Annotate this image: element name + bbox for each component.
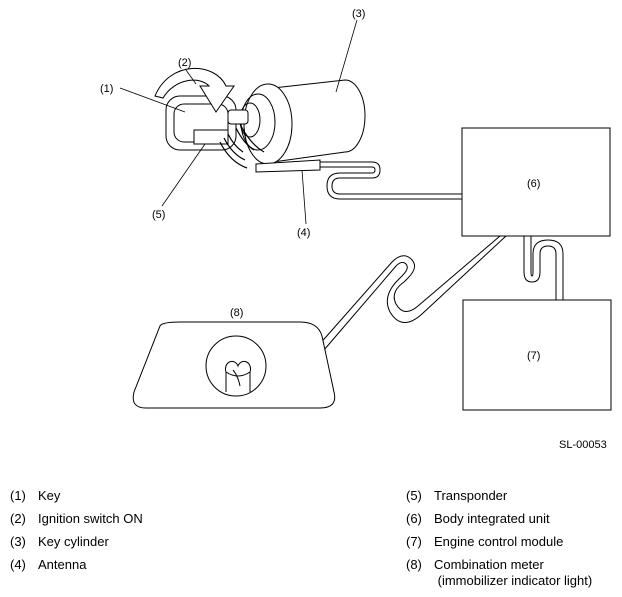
legend-text: Engine control module xyxy=(434,534,564,549)
legend-num: (3) xyxy=(10,534,26,549)
legend-item-7: (7) Engine control module xyxy=(406,534,563,550)
callout-5: (5) xyxy=(152,209,165,221)
figure-id: SL-00053 xyxy=(559,439,607,451)
callout-4: (4) xyxy=(297,227,310,239)
legend-item-8: (8) Combination meter (immobilizer indic… xyxy=(406,557,592,589)
combination-meter xyxy=(132,321,336,409)
legend-item-1: (1) Key xyxy=(10,488,60,504)
legend-num: (2) xyxy=(10,511,26,526)
legend-num: (1) xyxy=(10,488,26,503)
legend-item-6: (6) Body integrated unit xyxy=(406,511,550,527)
callout-1: (1) xyxy=(100,83,113,95)
legend-num: (6) xyxy=(406,511,422,526)
radio-waves xyxy=(219,123,265,169)
legend-text: Key cylinder xyxy=(38,534,109,549)
antenna xyxy=(255,159,345,173)
legend-text: Ignition switch ON xyxy=(38,511,143,526)
legend-item-3: (3) Key cylinder xyxy=(10,534,109,550)
legend-text: Transponder xyxy=(434,488,508,503)
callout-2: (2) xyxy=(178,57,191,69)
legend-text: Body integrated unit xyxy=(434,511,550,526)
leader-lines xyxy=(119,19,358,225)
engine-control-module xyxy=(462,299,612,411)
harness-antenna-to-biu xyxy=(326,161,462,200)
legend-item-5: (5) Transponder xyxy=(406,488,507,504)
legend-num: (4) xyxy=(10,557,26,572)
callout-3: (3) xyxy=(352,8,365,20)
legend: (1) Key (2) Ignition switch ON (3) Key c… xyxy=(0,480,622,597)
legend-num: (7) xyxy=(406,534,422,549)
immobilizer-system-diagram: (1) (2) (3) (4) (5) (6) (7) (8) SL-00053 xyxy=(100,8,612,451)
body-integrated-unit xyxy=(461,127,611,237)
harness-biu-to-meter xyxy=(317,235,507,351)
legend-text: Key xyxy=(38,488,61,503)
transponder xyxy=(193,129,229,145)
callout-8: (8) xyxy=(230,307,243,319)
callout-7: (7) xyxy=(527,350,540,362)
callout-6: (6) xyxy=(527,178,540,190)
legend-text: Antenna xyxy=(38,557,87,572)
key-cylinder xyxy=(239,79,366,165)
legend-item-2: (2) Ignition switch ON xyxy=(10,511,143,527)
ignition-switch-arrow xyxy=(154,67,235,113)
legend-num: (5) xyxy=(406,488,422,503)
legend-num: (8) xyxy=(406,557,422,572)
harness-biu-to-ecm xyxy=(523,236,564,300)
legend-text: Combination meter (immobilizer indicator… xyxy=(434,557,593,588)
legend-item-4: (4) Antenna xyxy=(10,557,86,573)
